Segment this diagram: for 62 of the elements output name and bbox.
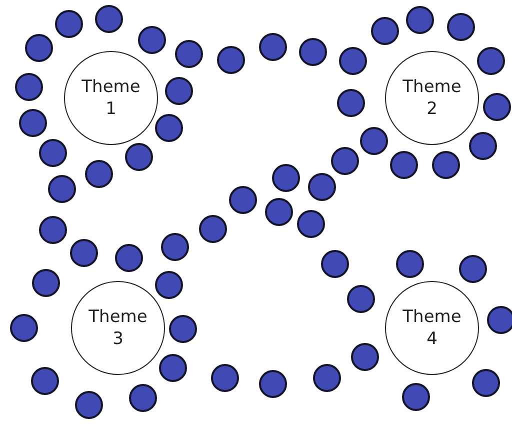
code-dot — [169, 315, 197, 343]
code-dot — [55, 10, 83, 38]
code-dot — [351, 343, 379, 371]
code-dot — [331, 147, 359, 175]
code-dot — [31, 367, 59, 395]
theme-label: Theme 3 — [88, 306, 148, 350]
code-dot — [390, 151, 418, 179]
code-dot — [129, 384, 157, 412]
code-dot — [19, 109, 47, 137]
code-dot — [321, 250, 349, 278]
code-dot — [25, 34, 53, 62]
code-dot — [339, 47, 367, 75]
code-dot — [360, 127, 388, 155]
code-dot — [308, 173, 336, 201]
code-dot — [487, 306, 512, 334]
code-dot — [48, 175, 76, 203]
code-dot — [125, 143, 153, 171]
code-dot — [39, 216, 67, 244]
code-dot — [265, 198, 293, 226]
code-dot — [469, 132, 497, 160]
code-dot — [259, 33, 287, 61]
code-dot — [39, 139, 67, 167]
code-dot — [396, 250, 424, 278]
code-dot — [259, 370, 287, 398]
code-dot — [165, 77, 193, 105]
code-dot — [159, 354, 187, 382]
code-dot — [297, 210, 325, 238]
code-dot — [406, 6, 434, 34]
code-dot — [10, 314, 38, 342]
code-dot — [472, 369, 500, 397]
code-dot — [313, 364, 341, 392]
code-dot — [337, 89, 365, 117]
code-dot — [432, 151, 460, 179]
code-dot — [15, 73, 43, 101]
code-dot — [115, 244, 143, 272]
code-dot — [211, 364, 239, 392]
code-dot — [161, 233, 189, 261]
code-dot — [32, 269, 60, 297]
theme-label: Theme 1 — [81, 76, 141, 120]
code-dot — [483, 93, 511, 121]
code-dot — [199, 215, 227, 243]
code-dot — [75, 391, 103, 419]
code-dot — [477, 47, 505, 75]
code-dot — [155, 114, 183, 142]
code-dot — [70, 239, 98, 267]
theme-label: Theme 2 — [402, 76, 462, 120]
code-dot — [402, 383, 430, 411]
code-dot — [272, 164, 300, 192]
code-dot — [299, 38, 327, 66]
code-dot — [229, 186, 257, 214]
code-dot — [85, 160, 113, 188]
code-dot — [95, 5, 123, 33]
code-dot — [371, 17, 399, 45]
code-dot — [459, 255, 487, 283]
code-dot — [175, 40, 203, 68]
code-dot — [155, 271, 183, 299]
code-dot — [217, 46, 245, 74]
code-dot — [347, 285, 375, 313]
code-dot — [447, 13, 475, 41]
code-dot — [138, 26, 166, 54]
theme-label: Theme 4 — [402, 306, 462, 350]
theme-circle — [64, 51, 158, 145]
